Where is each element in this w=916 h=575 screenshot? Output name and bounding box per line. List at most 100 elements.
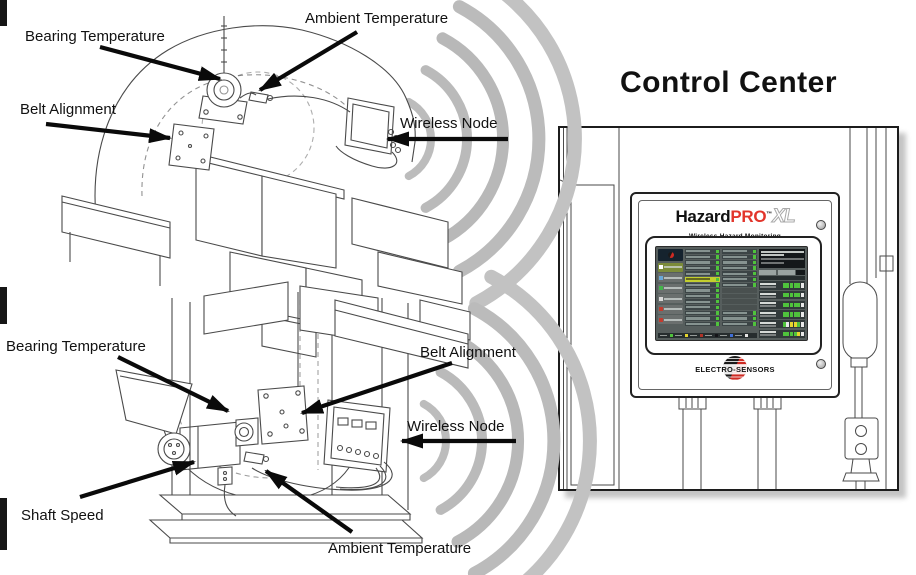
hmi-column-1: [685, 249, 720, 332]
label-shaft-speed: Shaft Speed: [21, 507, 104, 524]
wireless-arcs-top: [404, 0, 582, 311]
hmi-status-row: [685, 282, 720, 288]
machine-top-illustration: [61, 16, 471, 358]
hmi-status-row: [722, 265, 757, 271]
hmi-sidebar-buttons: [658, 249, 683, 338]
edge-artifact: [0, 498, 7, 550]
sensor-led: [797, 321, 801, 327]
control-center-frame: HazardPRO™XL Wireless Hazard Monitoring: [558, 126, 899, 491]
label-bearing-temperature-bottom: Bearing Temperature: [6, 338, 146, 355]
ambient-sensor-top: [248, 91, 274, 104]
status-led: [752, 316, 756, 321]
status-led: [752, 260, 756, 265]
hmi-status-row: [685, 321, 720, 327]
hmi-menu-button: [658, 315, 683, 324]
brand-xl: XL: [772, 206, 796, 227]
hmi-status-row: [722, 316, 757, 321]
hmi-menu-button: [658, 262, 683, 272]
arrow-ambient-bottom: [264, 469, 354, 534]
wall-switch-box: [844, 417, 879, 460]
status-led: [715, 311, 719, 315]
hmi-status-row: [685, 293, 720, 299]
sensor-led: [797, 331, 801, 337]
shaft-speed-sensor: [157, 421, 241, 517]
hmi-status-row: [722, 249, 757, 254]
status-led: [715, 288, 719, 293]
status-led: [752, 277, 756, 281]
sensor-led: [786, 331, 790, 337]
status-led: [715, 299, 719, 304]
sensor-led: [797, 312, 801, 317]
status-led: [715, 283, 719, 287]
control-center-title: Control Center: [620, 66, 837, 99]
arrow-bearing-top: [99, 44, 222, 82]
hmi-status-row: [685, 260, 720, 265]
electro-sensors-logo: ELECTRO-SENSORS: [632, 356, 838, 380]
hmi-status-legend: [658, 333, 757, 338]
hmi-sensor-row: [759, 300, 805, 309]
brand-trademark: ™: [766, 211, 773, 218]
brand-pro: PRO: [730, 207, 767, 226]
hmi-menu-button: [658, 283, 683, 293]
sensor-led: [801, 331, 804, 337]
hmi-button-row: [759, 269, 805, 275]
wall-conduit-right: [842, 128, 880, 489]
hmi-status-row: [685, 271, 720, 276]
sensor-led: [790, 331, 793, 337]
belt-alignment-sensor-bottom: [257, 385, 309, 445]
status-led: [715, 322, 719, 326]
status-led: [752, 266, 756, 270]
hmi-status-row: [685, 304, 720, 310]
sensor-led: [782, 302, 786, 308]
hmi-status-row: [685, 249, 720, 254]
hmi-status-row: [685, 299, 720, 304]
ambient-sensor-bottom: [243, 451, 270, 465]
panel-screw-top: [816, 220, 826, 230]
status-led: [752, 283, 756, 287]
hmi-sensor-row: [759, 310, 805, 319]
wall-door: [570, 184, 615, 486]
hmi-menu-button: [658, 304, 683, 314]
label-wireless-node-top: Wireless Node: [400, 115, 498, 132]
hmi-screen: [655, 246, 808, 341]
sensor-led: [801, 302, 804, 308]
hmi-sensor-row: [759, 281, 805, 290]
label-belt-alignment-bottom: Belt Alignment: [420, 344, 516, 361]
status-led: [752, 322, 756, 326]
hmi-status-row: [722, 304, 757, 310]
hmi-logo: [658, 249, 683, 261]
sensor-led: [801, 292, 804, 298]
manufacturer-name: ELECTRO-SENSORS: [694, 365, 776, 374]
status-led: [715, 249, 719, 253]
legend-chip: [729, 334, 733, 337]
sensor-led: [790, 292, 793, 298]
hmi-status-row: [722, 310, 757, 316]
hmi-menu-button: [658, 294, 683, 303]
bearing-sensor-bottom: [234, 417, 259, 447]
hmi-status-row: [722, 282, 757, 288]
hmi-status-row: [722, 321, 757, 327]
machine-bottom-illustration: [115, 281, 469, 544]
wireless-node-top: [335, 97, 402, 169]
hmi-status-row: [722, 288, 757, 293]
enclosure-conduits: [678, 393, 782, 489]
sensor-led: [793, 283, 797, 288]
legend-chip: [714, 334, 718, 337]
hmi-status-row: [685, 316, 720, 321]
sensor-led: [793, 302, 797, 308]
hmi-status-row: [722, 260, 757, 265]
status-led: [752, 271, 756, 276]
sensor-led: [797, 302, 801, 308]
panel-screw-bottom: [816, 359, 826, 369]
status-led: [715, 277, 719, 281]
status-led: [715, 316, 719, 321]
sensor-led: [790, 302, 793, 308]
label-ambient-temperature-top: Ambient Temperature: [305, 10, 449, 27]
sensor-led: [782, 312, 786, 317]
hmi-status-row: [722, 276, 757, 282]
arrow-shaft-speed: [79, 459, 196, 500]
hmi-status-row: [685, 265, 720, 271]
hmi-status-row: [722, 271, 757, 276]
legend-chip: [744, 334, 748, 337]
